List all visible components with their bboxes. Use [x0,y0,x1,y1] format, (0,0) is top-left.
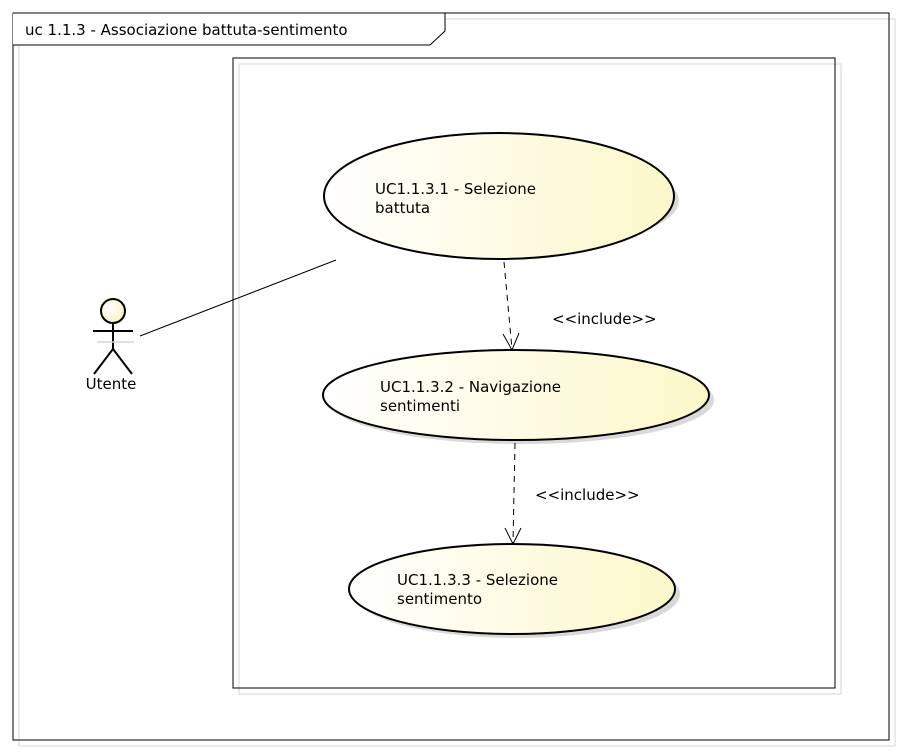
actor-leg-right [112,348,133,375]
include-relation-1: <<include>> [502,261,657,352]
actor-head [100,298,126,324]
include-1-arrowhead [502,332,520,352]
diagram-frame [12,12,890,741]
include-relation-2: <<include>> [504,442,640,546]
association-line [139,259,337,337]
use-case-3-label-line1: UC1.1.3.3 - Selezione [397,571,558,589]
system-boundary-shadow [238,63,842,695]
use-case-1-label-line1: UC1.1.3.1 - Selezione [375,180,536,198]
system-boundary [232,57,836,689]
include-2-line [512,442,516,544]
use-case-2-ellipse [322,349,710,441]
use-case-2-label-line1: UC1.1.3.2 - Navigazione [380,378,561,396]
frame-title-tab [13,12,446,46]
use-case-2-label-line2: sentimenti [380,397,460,415]
include-2-arrowhead [504,527,522,546]
use-case-3-label-line2: sentimento [397,590,482,608]
use-case-1-ellipse [323,132,675,260]
include-1-label: <<include>> [552,310,657,328]
use-case-1[interactable]: UC1.1.3.1 - Selezione battuta [323,132,679,260]
frame-title: uc 1.1.3 - Associazione battuta-sentimen… [25,21,348,39]
actor-utente[interactable]: Utente [86,298,137,393]
frame-shadow [18,18,896,747]
actor-leg-left [93,348,114,375]
use-case-3-ellipse [348,543,676,635]
use-case-3[interactable]: UC1.1.3.3 - Selezione sentimento [348,543,680,638]
include-1-line [503,261,513,350]
use-case-2[interactable]: UC1.1.3.2 - Navigazione sentimenti [322,349,714,444]
actor-name: Utente [86,375,137,393]
include-2-label: <<include>> [535,486,640,504]
use-case-1-label-line2: battuta [375,199,430,217]
